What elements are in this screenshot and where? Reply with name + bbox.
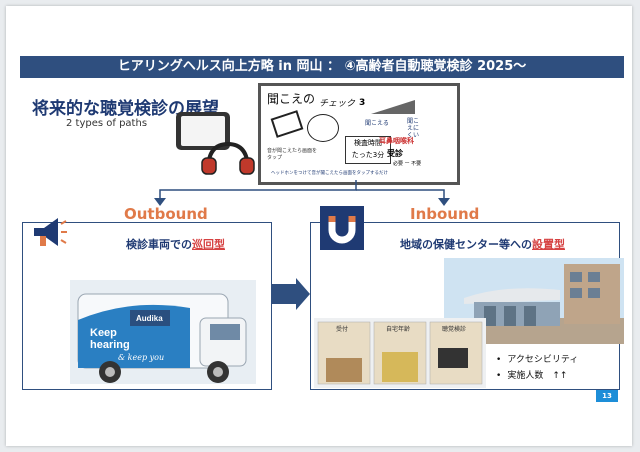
magnet-icon — [320, 206, 364, 250]
page-number-badge: 13 — [596, 390, 618, 402]
headphones-icon — [201, 141, 255, 175]
slide-title-bar: ヒアリングヘルス向上方略 in 岡山 ： ④高齢者自動聴覚検診 2025～ — [20, 56, 624, 78]
page-subtitle: 2 types of paths — [66, 118, 148, 129]
card-hand-title: 聞こえの — [267, 92, 316, 106]
outbound-frame — [22, 222, 272, 390]
van-line-2: hearing — [90, 339, 130, 351]
card-time-label-2: たった3分 — [351, 151, 385, 159]
inbound-title: Inbound — [410, 205, 480, 223]
booth-label-1: 受付 — [336, 325, 348, 333]
card-ent-label: 耳鼻咽喉科 — [379, 137, 414, 145]
bullet-item: アクセシビリティ — [496, 352, 578, 365]
inbound-subtitle-prefix: 地域の保健センター等への — [400, 238, 532, 251]
outbound-subtitle-prefix: 検診車両での — [126, 238, 192, 251]
card-visit-label: 受診 — [387, 149, 403, 158]
booth-label-2: 自宅年齢 — [386, 325, 410, 333]
van-line-3: & keep you — [118, 353, 164, 362]
inbound-subtitle: 地域の保健センター等への設置型 — [400, 236, 565, 252]
outbound-subtitle-accent: 巡回型 — [192, 238, 225, 251]
card-age-label: 必要 ー 不要 — [393, 161, 422, 167]
card-time-box: 検査時間 たった3分 — [345, 136, 391, 164]
card-footer: ヘッドホンをつけて音が聞こえたら画面をタップするだけ — [271, 171, 388, 176]
health-center-image — [444, 258, 624, 344]
van-line-1: Keep — [90, 327, 117, 339]
volume-triangle-icon — [371, 100, 415, 114]
mascot-icon — [307, 114, 339, 142]
card-time-label-1: 検査時間 — [354, 139, 382, 147]
bullet-item: 実施人数 ↑↑ — [496, 368, 578, 381]
screening-van-image: Audika Keep hearing & keep you — [70, 280, 256, 384]
outbound-subtitle: 検診車両での巡回型 — [126, 236, 225, 252]
card-label-hard: 聞こえにくい — [407, 118, 420, 139]
megaphone-icon — [34, 218, 67, 246]
page-title: 将来的な聴覚検診の展望 — [32, 99, 219, 119]
booth-label-3: 聴覚検診 — [442, 325, 466, 333]
inbound-subtitle-accent: 設置型 — [532, 238, 565, 251]
tablet-screen — [181, 116, 225, 146]
card-note-left: 音が聞こえたら画面をタップ — [267, 148, 318, 161]
outbound-title: Outbound — [124, 205, 208, 223]
inbound-bullets: アクセシビリティ 実施人数 ↑↑ — [496, 352, 578, 384]
hearing-check-card: 聞こえの チェック 音が聞こえたら画面をタップ 検査時間 たった3分 3 聞こえ… — [258, 83, 460, 185]
testing-booths-image: 受付 自宅年齢 聴覚検診 — [314, 318, 486, 388]
card-label-hear: 聞こえる — [365, 120, 389, 127]
right-arrow-icon — [272, 278, 310, 310]
card-freq-number: 3 — [359, 98, 366, 108]
van-brand-text: Audika — [136, 314, 163, 323]
card-check-label: チェック — [319, 99, 356, 109]
